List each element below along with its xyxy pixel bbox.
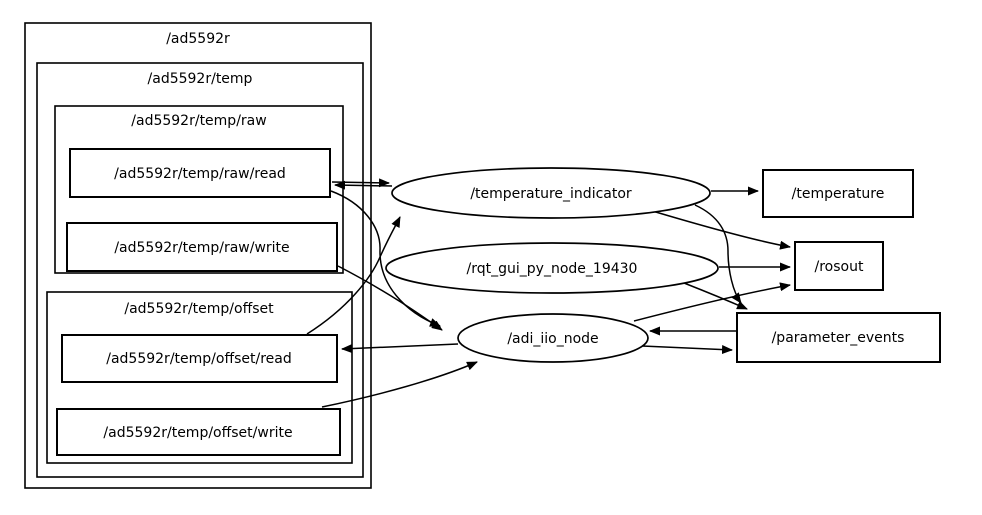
topic-label-rosout: /rosout <box>815 259 864 275</box>
edge-group <box>306 178 791 408</box>
namespace-label-ad5592r-temp-raw: /ad5592r/temp/raw <box>131 113 266 129</box>
node-label-rqt-gui-py-node: /rqt_gui_py_node_19430 <box>467 261 638 277</box>
service-label-raw-write: /ad5592r/temp/raw/write <box>114 240 289 256</box>
edge-offset-read-to-temperature-indicator <box>306 216 401 335</box>
edge-raw-read-to-temperature-indicator <box>331 178 390 188</box>
node-ellipse-temperature-indicator <box>391 167 711 219</box>
edge-rqt-gui-to-parameter-events <box>683 282 748 310</box>
service-box-offset-read <box>61 334 338 383</box>
service-box-raw-read <box>69 148 331 198</box>
service-label-offset-write: /ad5592r/temp/offset/write <box>103 425 292 441</box>
topic-box-rosout <box>794 241 884 291</box>
edge-raw-read-to-adi-iio-node <box>330 190 441 327</box>
service-group: /ad5592r/temp/raw/read /ad5592r/temp/raw… <box>56 148 341 456</box>
edge-temperature-indicator-to-parameter-events <box>694 204 742 304</box>
topic-label-parameter-events: /parameter_events <box>772 330 905 346</box>
service-box-raw-write <box>66 222 338 272</box>
edge-adi-iio-node-to-offset-read <box>341 343 459 354</box>
topic-box-parameter-events <box>736 312 941 363</box>
edge-offset-write-to-adi-iio-node <box>321 361 478 408</box>
edge-raw-write-to-adi-iio-node <box>337 265 443 331</box>
edge-adi-iio-node-to-rosout <box>633 282 791 322</box>
edge-adi-iio-node-to-parameter-events <box>641 345 733 355</box>
service-box-offset-write <box>56 408 341 456</box>
topic-group: /temperature /rosout /parameter_events <box>736 169 941 363</box>
topic-box-temperature <box>762 169 914 218</box>
service-label-offset-read: /ad5592r/temp/offset/read <box>106 351 291 367</box>
edge-temperature-indicator-to-rosout <box>648 209 791 250</box>
node-ellipse-adi-iio-node <box>457 313 649 363</box>
namespace-label-ad5592r: /ad5592r <box>166 31 230 47</box>
namespace-label-ad5592r-temp-offset: /ad5592r/temp/offset <box>124 301 274 317</box>
node-label-temperature-indicator: /temperature_indicator <box>470 186 632 202</box>
node-label-adi-iio-node: /adi_iio_node <box>507 331 598 347</box>
node-ellipse-rqt-gui-py-node <box>385 242 719 294</box>
edge-temperature-indicator-to-raw-read <box>334 180 393 190</box>
topic-label-temperature: /temperature <box>792 186 885 202</box>
namespace-label-ad5592r-temp: /ad5592r/temp <box>148 71 253 87</box>
service-label-raw-read: /ad5592r/temp/raw/read <box>114 166 286 182</box>
node-group: /temperature_indicator /rqt_gui_py_node_… <box>385 167 719 363</box>
